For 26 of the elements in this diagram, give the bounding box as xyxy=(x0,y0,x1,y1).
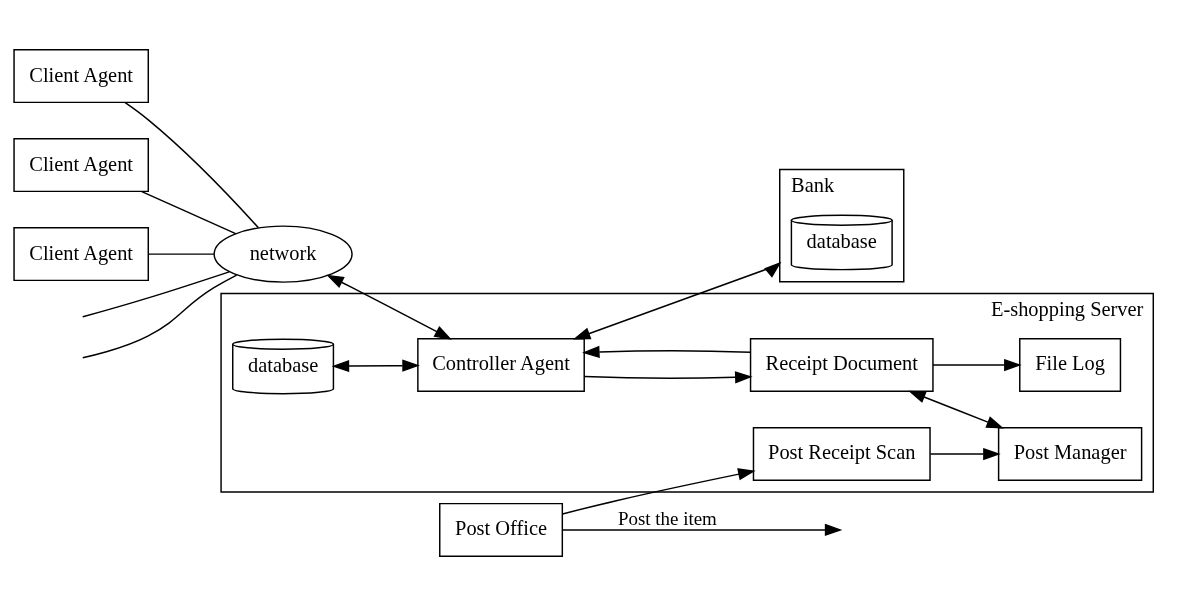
connector xyxy=(147,253,215,255)
node-box: Client Agent xyxy=(13,49,149,104)
connector xyxy=(141,190,237,235)
node-ellipse: network xyxy=(213,225,353,283)
node-box: Client Agent xyxy=(13,227,149,282)
node-box: Post Receipt Scan xyxy=(752,427,931,482)
node-box: Receipt Document xyxy=(749,338,934,392)
arrow xyxy=(582,345,752,359)
arrow xyxy=(326,274,452,340)
node-box: File Log xyxy=(1019,338,1122,392)
arrow xyxy=(561,523,843,537)
arrow xyxy=(331,359,420,373)
node-box: Client Agent xyxy=(13,138,149,193)
arrow xyxy=(908,390,1004,429)
connector xyxy=(124,101,260,229)
node-box: Post Office xyxy=(439,502,564,557)
arrow xyxy=(929,447,1001,461)
connector xyxy=(82,274,238,359)
node-box: Controller Agent xyxy=(417,338,585,392)
arrow xyxy=(932,358,1022,372)
arrow xyxy=(583,371,753,384)
connector xyxy=(82,271,230,318)
arrow xyxy=(561,468,756,515)
node-box: Post Manager xyxy=(997,427,1143,482)
edge-label: Post the item xyxy=(617,507,717,529)
arrow xyxy=(572,261,782,340)
